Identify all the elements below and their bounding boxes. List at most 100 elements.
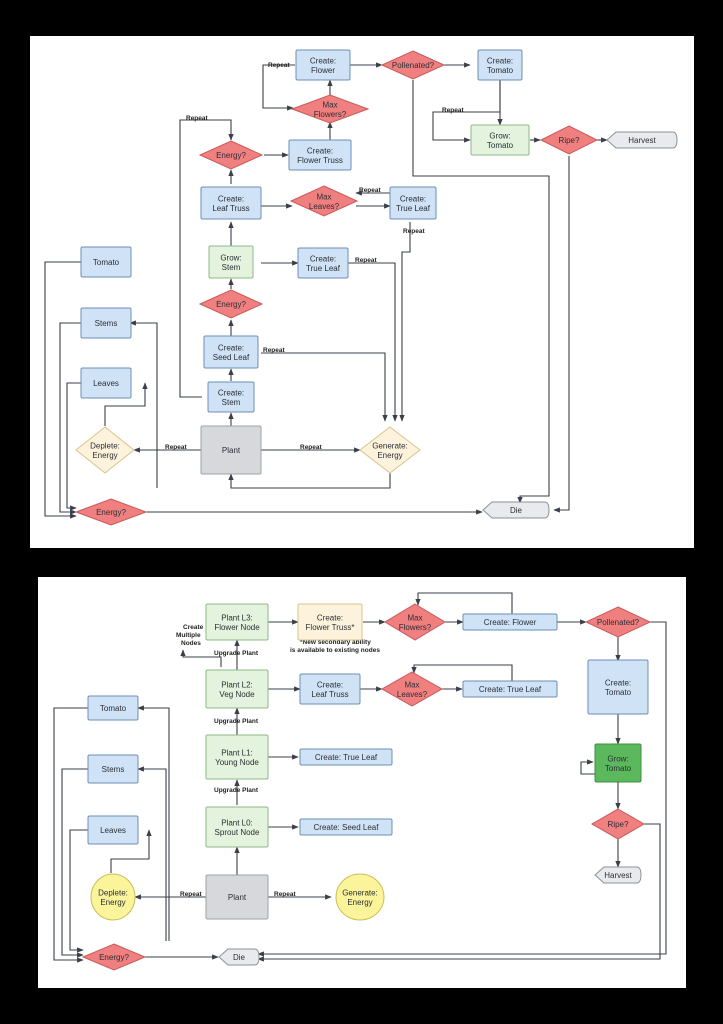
node-plant: Plant (205, 874, 269, 920)
label-create-multiple-line-2: Multiple (176, 632, 201, 639)
label-upgrade-l1: Upgrade Plant (214, 787, 259, 794)
node-text: Stems (95, 319, 118, 328)
node-text: Generate: (372, 441, 408, 450)
node-text: Tomato (93, 258, 120, 267)
nodes: Create:FlowerPollenated?Create:TomatoMax… (74, 49, 678, 526)
node-text: Stem (222, 263, 241, 272)
node-shape (380, 671, 444, 707)
node-text: Create: (317, 613, 343, 622)
edge-deplete-tomato (137, 705, 170, 941)
node-create-true-leaf-top: Create: True Leaf (462, 680, 558, 698)
node-shape (200, 425, 262, 475)
node-create-tomato: Create:Tomato (587, 659, 649, 715)
edge-leaves-energy (66, 382, 81, 511)
node-text: Flower Truss (297, 156, 343, 165)
node-shape (75, 426, 135, 474)
node-shape (205, 603, 269, 641)
label-create-multiple-line-3: Nodes (181, 640, 201, 647)
node-text: Plant L2: (221, 680, 253, 689)
label-create-multiple-nodes: Create Multiple Nodes (176, 624, 204, 647)
node-shape (289, 185, 359, 217)
node-text: Energy (92, 451, 117, 460)
node-pollenated: Pollenated? (380, 50, 446, 80)
node-text: Max (404, 680, 419, 689)
node-harvest: Harvest (606, 131, 678, 149)
label-upgrade-l3: Upgrade Plant (214, 650, 259, 657)
node-tomato: Tomato (80, 246, 132, 278)
edge-ripe-die (553, 156, 570, 513)
node-text: Flower (311, 66, 335, 75)
label-repeat-true-leaf: Repeat (355, 257, 378, 264)
node-grow-tomato: Grow:Tomato (594, 743, 642, 783)
node-plant: Plant (200, 425, 262, 475)
node-shape (380, 50, 446, 80)
node-shape (470, 124, 530, 156)
node-text: Tomato (487, 141, 514, 150)
node-create-stem: Create:Stem (207, 381, 255, 413)
node-shape (198, 140, 264, 170)
node-text: Seed Leaf (213, 353, 250, 362)
flowchart-panel-top: Repeat Repeat Repeat Repeat Repeat Repea… (30, 36, 694, 548)
edge-deplete-stems (137, 766, 167, 941)
node-generate-energy: Generate:Energy (335, 873, 385, 921)
edge-stems-energy (61, 768, 88, 958)
node-text: Create: Seed Leaf (314, 823, 380, 832)
node-text: Plant L3: (221, 613, 253, 622)
node-ripe: Ripe? (539, 125, 599, 155)
node-text: Tomato (487, 66, 514, 75)
node-shape (81, 943, 147, 971)
edge-flower-loop (262, 64, 295, 111)
node-stems: Stems (87, 754, 139, 784)
node-text: Plant L1: (221, 748, 253, 757)
label-repeat-grow-tomato: Repeat (442, 107, 465, 114)
node-shape (477, 49, 523, 81)
node-shape (297, 247, 349, 279)
node-shape (606, 131, 678, 149)
node-text: Tomato (605, 764, 632, 773)
node-text: Young Node (215, 758, 259, 767)
note-line-2: is available to existing nodes (290, 647, 380, 654)
node-create-leaf-truss: Create:Leaf Truss (200, 186, 262, 220)
node-text: Tomato (605, 688, 632, 697)
edge-trueleaf-generate (348, 262, 398, 422)
node-shape (87, 754, 139, 784)
edge-stemloop (179, 119, 234, 398)
node-shape (359, 426, 421, 474)
node-shape (299, 673, 361, 705)
edge-pollenated-die (412, 80, 550, 504)
node-shape (539, 125, 599, 155)
node-ripe: Ripe? (590, 808, 646, 840)
node-energy-top: Energy? (198, 140, 264, 170)
node-text: Flower Truss* (306, 623, 355, 632)
node-grow-tomato: Grow:Tomato (470, 124, 530, 156)
node-text: Flowers? (314, 110, 347, 119)
edge-l2-multiple (180, 649, 222, 667)
node-text: True Leaf (306, 264, 341, 273)
node-shape (205, 734, 269, 780)
node-stems: Stems (80, 307, 132, 339)
node-create-flower-truss: Create:Flower Truss (288, 139, 352, 171)
node-shape (207, 381, 255, 413)
node-shape (462, 613, 558, 631)
node-shape (80, 246, 132, 278)
edge-ripe-die (257, 823, 661, 962)
node-text: Create: (310, 254, 336, 263)
node-shape (384, 603, 446, 641)
node-shape (335, 873, 385, 921)
edge-leaves-energy (69, 829, 88, 953)
node-shape (80, 367, 132, 399)
node-shape (482, 501, 550, 519)
node-pollenated: Pollenated? (584, 606, 652, 638)
node-plant-l2: Plant L2:Veg Node (205, 669, 269, 709)
node-shape (295, 49, 351, 81)
node-text: Grow: (489, 131, 510, 140)
node-grow-stem: Grow:Stem (208, 245, 254, 279)
flowchart-top-canvas: Repeat Repeat Repeat Repeat Repeat Repea… (44, 49, 678, 526)
node-text: Pollenated? (392, 61, 435, 70)
edge-trueleaf-maxleaves-loop (411, 664, 513, 681)
node-text: Die (233, 953, 246, 962)
node-create-true-leaf: Create:True Leaf (297, 247, 349, 279)
